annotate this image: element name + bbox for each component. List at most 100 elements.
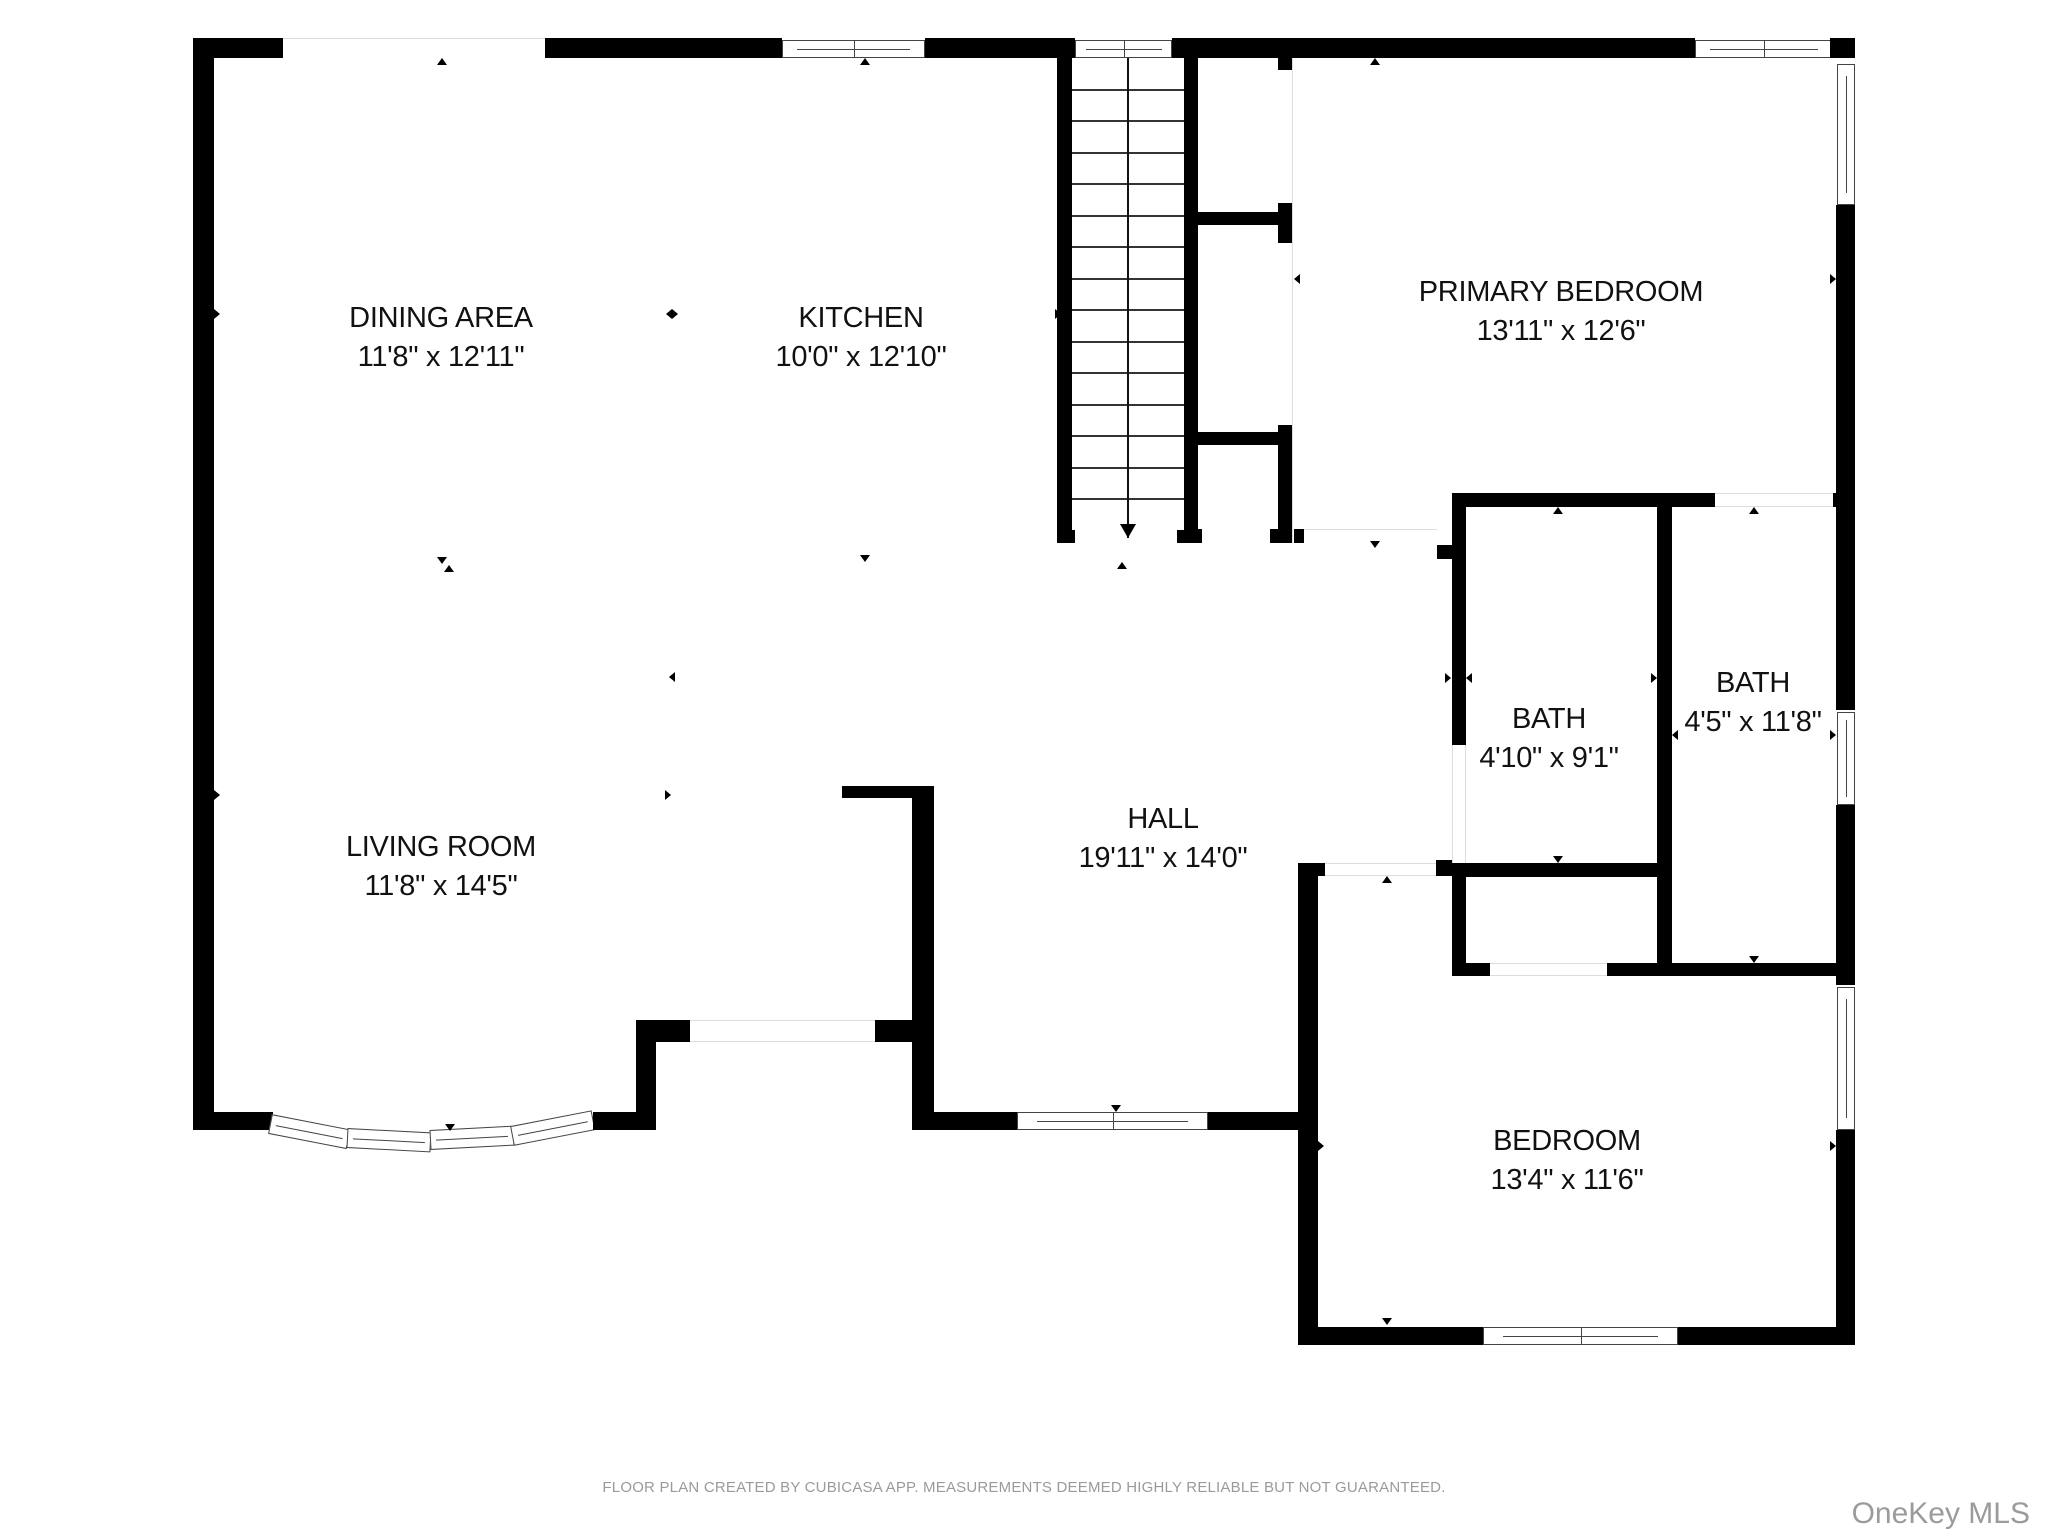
dimension-marker xyxy=(214,790,220,800)
dimension-marker xyxy=(1294,274,1300,284)
wall-bedroom-top-stub xyxy=(1298,863,1325,876)
dimension-marker xyxy=(666,309,672,319)
dimension-marker xyxy=(1830,1141,1836,1151)
wall-closet-right-top-stub xyxy=(1278,58,1292,70)
room-name: DINING AREA xyxy=(349,302,533,334)
stairs-direction-line xyxy=(1127,58,1129,538)
dimension-marker xyxy=(1382,1318,1392,1325)
wall-closet-base-block xyxy=(1270,529,1304,543)
wall-bottom-hall-left xyxy=(912,1112,1017,1130)
dimension-marker xyxy=(1382,876,1392,883)
wall-right-bedroom xyxy=(1836,1130,1855,1345)
wall-right-bath xyxy=(1836,805,1855,985)
room-name: KITCHEN xyxy=(798,302,924,334)
wall-closet-divider-2 xyxy=(1198,432,1292,445)
dimension-marker xyxy=(1111,1105,1121,1112)
dimension-marker xyxy=(445,1124,455,1131)
wall-entry-notch-left xyxy=(636,1020,656,1130)
opening-top-dining xyxy=(283,38,545,58)
bath2-door-opening xyxy=(1715,493,1836,507)
window-bath-right xyxy=(1837,712,1855,805)
room-dimensions: 13'4" x 11'6" xyxy=(1490,1164,1644,1196)
dimension-marker xyxy=(1318,1141,1324,1151)
room-label-dining-area: DINING AREA 11'8" x 12'11" xyxy=(349,299,533,377)
wall-bath-top xyxy=(1452,493,1715,507)
dimension-marker xyxy=(1117,562,1127,569)
primary-closet-openings xyxy=(1292,58,1294,543)
dimension-marker xyxy=(1749,956,1759,963)
window-hall xyxy=(1017,1112,1208,1130)
room-dimensions: 4'5" x 11'8" xyxy=(1684,706,1822,738)
room-name: BATH xyxy=(1511,703,1586,735)
window-stairs xyxy=(1075,40,1172,58)
room-dimensions: 19'11" x 14'0" xyxy=(1078,842,1248,874)
entry-door-opening xyxy=(690,1020,875,1042)
primary-door-opening xyxy=(1304,529,1437,530)
bay-window-3 xyxy=(429,1125,515,1150)
bedroom-door-opening xyxy=(1325,863,1438,876)
room-label-living-room: LIVING ROOM 11'8" x 14'5" xyxy=(346,828,536,906)
wall-closet-divider-1 xyxy=(1198,212,1292,225)
wall-closet-right-lower xyxy=(1278,425,1292,543)
dimension-marker xyxy=(860,555,870,562)
room-label-bath-1: BATH 4'10" x 9'1" xyxy=(1479,700,1619,778)
wall-bath1-bottom xyxy=(1452,863,1672,877)
wall-stairs-left xyxy=(1057,38,1072,543)
room-dimensions: 4'10" x 9'1" xyxy=(1479,742,1619,774)
stairs-down-arrow-icon xyxy=(1120,524,1136,538)
window-kitchen xyxy=(782,40,925,58)
wall-bottom-hall-right xyxy=(1208,1112,1318,1130)
wall-entry-right xyxy=(912,786,934,1130)
room-name: HALL xyxy=(1127,803,1199,835)
wall-top-kitchen xyxy=(925,38,1075,58)
bay-window-2 xyxy=(346,1128,432,1153)
room-label-hall: HALL 19'11" x 14'0" xyxy=(1079,800,1248,878)
window-primary-top xyxy=(1695,40,1832,58)
dimension-marker xyxy=(1445,673,1451,683)
room-name: BATH xyxy=(1715,667,1790,699)
window-bedroom-right xyxy=(1837,987,1855,1130)
wall-stairs-base-left xyxy=(1057,529,1075,543)
room-name: BEDROOM xyxy=(1493,1125,1641,1157)
wall-entry-top-left xyxy=(636,1020,690,1042)
dimension-marker xyxy=(1830,274,1836,284)
wall-stairs-base-right xyxy=(1177,529,1202,543)
wall-bath1-left-lower xyxy=(1452,863,1466,975)
room-label-bedroom: BEDROOM 13'4" x 11'6" xyxy=(1491,1122,1644,1200)
room-label-bath-2: BATH 4'5" x 11'8" xyxy=(1684,664,1821,742)
floor-plan-disclaimer: FLOOR PLAN CREATED BY CUBICASA APP. MEAS… xyxy=(602,1479,1446,1496)
room-dimensions: 11'8" x 12'11" xyxy=(357,341,525,373)
brand-watermark: OneKey MLS xyxy=(1851,1497,2030,1530)
wall-top-primary xyxy=(1172,38,1695,58)
window-primary-right xyxy=(1837,64,1855,205)
dimension-marker xyxy=(1055,309,1061,319)
wall-bath-divider xyxy=(1657,493,1672,975)
dimension-marker xyxy=(1370,58,1380,65)
dimension-marker xyxy=(1749,507,1759,514)
room-dimensions: 13'11" x 12'6" xyxy=(1476,315,1646,347)
dimension-marker xyxy=(1553,856,1563,863)
wall-stairs-right xyxy=(1184,38,1198,543)
wall-closet-right-mid xyxy=(1278,203,1292,243)
dimension-marker xyxy=(669,672,675,682)
bay-window-1 xyxy=(268,1114,351,1150)
wall-right-primary xyxy=(1836,205,1855,710)
room-dimensions: 10'0" x 12'10" xyxy=(775,341,947,373)
wall-bath-top-end xyxy=(1833,493,1839,507)
wall-closet-bottom-left xyxy=(1452,963,1490,976)
wall-bedroom-top-block xyxy=(1436,860,1454,876)
dimension-marker xyxy=(1370,541,1380,548)
dimension-marker xyxy=(1830,730,1836,740)
bay-window-4 xyxy=(510,1110,596,1146)
wall-top-left xyxy=(193,38,283,58)
bath1-door-opening xyxy=(1452,745,1466,863)
dimension-marker xyxy=(1553,507,1563,514)
room-dimensions: 11'8" x 14'5" xyxy=(364,870,518,902)
dimension-marker xyxy=(1672,730,1678,740)
wall-top-dining-kitchen xyxy=(545,38,782,58)
dimension-marker xyxy=(437,557,447,564)
wall-closet-bottom-right xyxy=(1607,963,1836,976)
room-label-kitchen: KITCHEN 10'0" x 12'10" xyxy=(776,299,947,377)
dimension-marker xyxy=(860,58,870,65)
room-name: LIVING ROOM xyxy=(345,831,537,863)
